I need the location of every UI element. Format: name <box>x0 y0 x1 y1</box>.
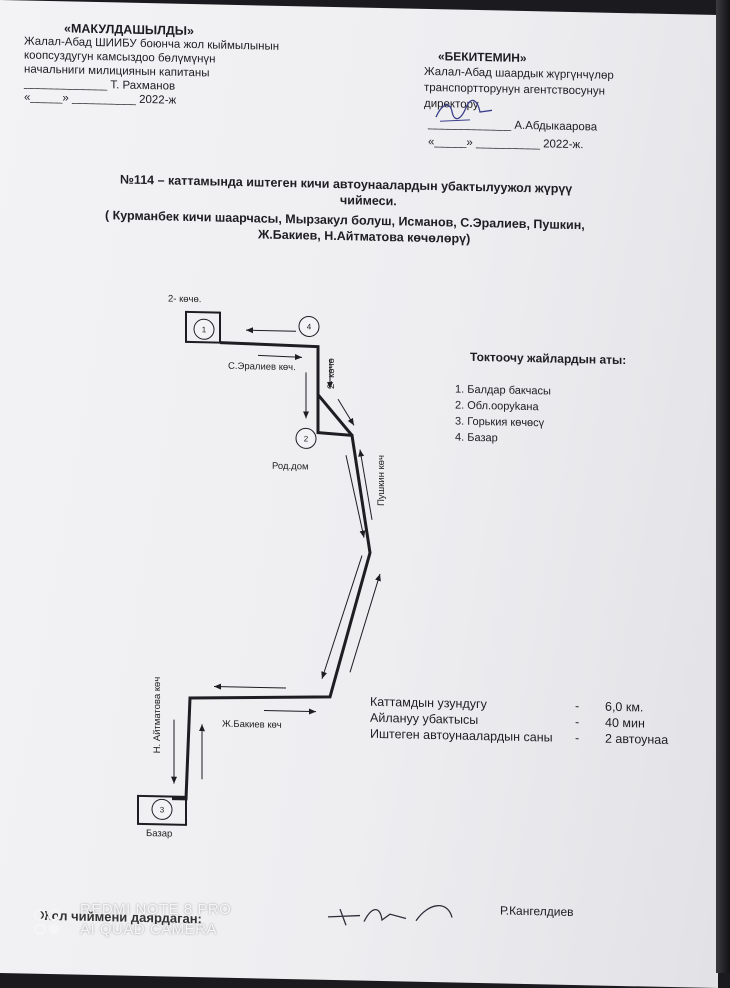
terminal-box-bottom <box>137 794 187 826</box>
label-bakiev-street: Ж.Бакиев көч <box>222 718 282 731</box>
author-signature <box>327 905 453 926</box>
stop-item-3: 3. Горькия көчөсү <box>455 415 545 430</box>
stop-circle-2 <box>295 427 317 449</box>
terminal-box-top <box>185 310 221 344</box>
stop-circle-1 <box>193 318 215 340</box>
stat-dash: - <box>575 715 580 730</box>
stop-number-4: 4 <box>307 322 312 331</box>
watermark-line1: REDMI NOTE 8 PRO <box>80 901 232 918</box>
label-pushkin-street: Пушкин көч <box>376 454 387 507</box>
label-bazar: Базар <box>146 828 173 840</box>
stop-circle-3 <box>151 798 173 820</box>
direction-arrows <box>171 327 381 784</box>
stop-number-2: 2 <box>304 434 309 443</box>
stat-buses-value: 2 автоунаа <box>605 731 669 747</box>
stop-circle-4 <box>298 315 320 337</box>
stat-dash: - <box>575 699 580 714</box>
director-signature <box>435 99 493 122</box>
stat-dash: - <box>575 731 580 746</box>
camera-logo-icon <box>34 909 60 935</box>
stop-item-4: 4. Базар <box>455 431 498 445</box>
stops-list: 1. Балдар бакчасы 2. Обл.ооруkана 3. Гор… <box>455 382 551 448</box>
label-eraliev-street: С.Эралиев көч. <box>228 360 296 374</box>
label-rod-dom: Род.дом <box>272 460 309 473</box>
stat-time-value: 40 мин <box>605 715 645 731</box>
photo-background-edge <box>716 0 730 973</box>
label-street-2-vertical: 2- көчө <box>326 358 337 390</box>
stop-number-1: 1 <box>202 325 207 334</box>
footer-author-name: Р.Кангелдиев <box>500 903 574 920</box>
stat-length-value: 6,0 км. <box>605 699 644 715</box>
stop-item-1: 1. Балдар бакчасы <box>455 383 551 398</box>
stop-number-3: 3 <box>160 805 165 814</box>
watermark-line2: AI QUAD CAMERA <box>80 921 218 938</box>
label-aitmatov-street: Н. Айтматова көч <box>152 676 163 754</box>
stop-item-2: 2. Обл.ооруkана <box>455 399 539 414</box>
route-stats: Каттамдын узундугу-6,0 км. Айлануу убакт… <box>370 694 668 748</box>
route-line <box>172 341 372 801</box>
camera-watermark: REDMI NOTE 8 PRO AI QUAD CAMERA <box>80 900 231 940</box>
label-street-2-top: 2- көчө. <box>168 293 202 306</box>
